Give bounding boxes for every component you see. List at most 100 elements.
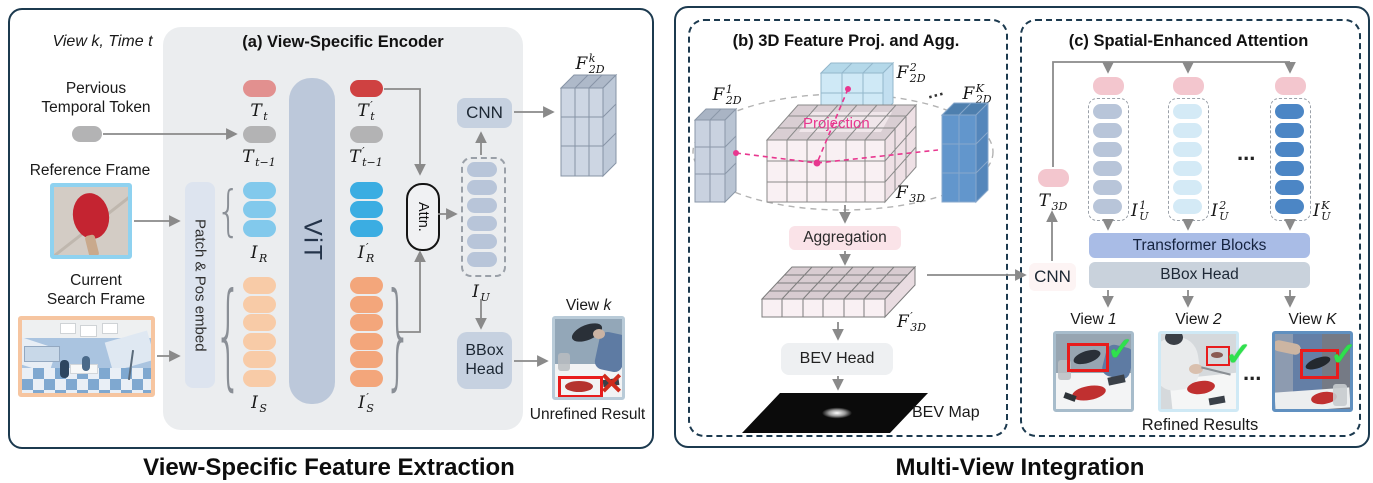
panel-a-title: (a) View-Specific Encoder — [242, 33, 444, 51]
token-iu2 — [1173, 123, 1202, 138]
cnn-node-a: CNN — [457, 98, 512, 128]
ceiling-light — [60, 323, 76, 334]
bbox-head-label-line1: BBox — [465, 342, 504, 360]
person — [82, 356, 90, 371]
panel-b-title: (b) 3D Feature Proj. and Agg. — [732, 32, 960, 50]
patch-pos-embed-bar: Patch & Pos embed — [185, 182, 215, 388]
token-irp — [350, 201, 383, 218]
f2dK-cube — [941, 102, 993, 206]
token-is — [243, 370, 276, 387]
token-is — [243, 351, 276, 368]
panel-c-border — [1020, 19, 1361, 437]
token-iuK — [1275, 142, 1304, 157]
cnn-label-a: CNN — [466, 103, 503, 122]
refined-result-image-1 — [1053, 331, 1134, 412]
token-tt — [243, 80, 276, 97]
paddle-red — [1071, 383, 1107, 403]
token-iu2 — [1173, 104, 1202, 119]
token-iuK — [1275, 199, 1304, 214]
bbox-head-label-c: BBox Head — [1160, 266, 1239, 283]
token-ttm1p — [350, 126, 383, 143]
paddle-red — [565, 381, 593, 392]
transformer-blocks-label: Transformer Blocks — [1132, 236, 1267, 254]
token-is — [243, 277, 276, 294]
token-isp — [350, 351, 383, 368]
ellipsis-c-views: ... — [1243, 360, 1262, 385]
token-isp — [350, 314, 383, 331]
view-K-label: View K — [1288, 311, 1337, 328]
summary-token — [1275, 77, 1306, 95]
token-ir — [243, 182, 276, 199]
bev-head-node: BEV Head — [781, 343, 893, 375]
aggregation-label: Aggregation — [803, 229, 887, 246]
token-iu — [467, 216, 497, 231]
vit-bar: ViT — [289, 78, 335, 404]
projection-label: Projection — [803, 115, 870, 132]
cnn-node-c: CNN — [1029, 263, 1076, 291]
token-t3d — [1038, 169, 1069, 187]
unified-token-stack — [461, 157, 506, 277]
left-caption: View-Specific Feature Extraction — [143, 454, 515, 481]
panel-c-title: (c) Spatial-Enhanced Attention — [1068, 32, 1309, 50]
paddle-dark — [1304, 353, 1332, 373]
label-f3dp: F′3D — [897, 310, 927, 334]
token-iu — [467, 162, 497, 177]
bbox-head-node-a: BBox Head — [457, 332, 512, 389]
hand — [1189, 364, 1203, 374]
token-iu — [467, 252, 497, 267]
bbox-head-node-c: BBox Head — [1089, 262, 1310, 288]
token-is — [243, 296, 276, 313]
mirror — [24, 346, 60, 362]
brace-left-ir-icon: { — [216, 180, 241, 243]
token-isp — [350, 370, 383, 387]
bbox-head-label-line2: Head — [465, 360, 504, 378]
token-is — [243, 333, 276, 350]
token-isp — [350, 296, 383, 313]
transformer-blocks-node: Transformer Blocks — [1089, 233, 1310, 258]
attention-node: Attn. — [406, 183, 440, 251]
cross-icon: ✕ — [599, 368, 625, 401]
token-ir — [243, 220, 276, 237]
token-iu1 — [1093, 123, 1122, 138]
token-ttp — [350, 80, 383, 97]
ceiling-light — [80, 325, 97, 337]
refined-caption: Refined Results — [1141, 416, 1259, 434]
unrefined-result-image — [552, 316, 625, 400]
bev-map — [742, 392, 932, 434]
token-iu2 — [1173, 180, 1202, 195]
token-iu1 — [1093, 180, 1122, 195]
view-k-label: View k — [565, 297, 612, 314]
summary-token — [1173, 77, 1204, 95]
refined-result-image-K — [1272, 331, 1353, 412]
token-ir — [243, 201, 276, 218]
token-iu — [467, 234, 497, 249]
brace-left-is-icon: { — [214, 270, 243, 404]
paddle-small — [1211, 352, 1223, 358]
search-frame-image — [18, 316, 155, 397]
view-2-label: View 2 — [1175, 311, 1222, 328]
token-iu2 — [1173, 142, 1202, 157]
right-caption: Multi-View Integration — [895, 454, 1145, 481]
search-frame-label: Current Search Frame — [46, 272, 146, 308]
reference-frame-image — [50, 183, 132, 259]
f2d1-cube — [694, 108, 740, 204]
token-iuK — [1275, 123, 1304, 138]
refined-bbox-2 — [1206, 346, 1230, 366]
reference-frame-label: Reference Frame — [29, 162, 151, 179]
bev-head-label: BEV Head — [799, 350, 875, 367]
temporal-token-label: Pervious Temporal Token — [41, 80, 151, 116]
patch-pos-embed-label: Patch & Pos embed — [191, 218, 209, 352]
aggregation-node: Aggregation — [789, 226, 901, 250]
view-1-label: View 1 — [1070, 311, 1117, 328]
bev-map-label: BEV Map — [912, 404, 980, 421]
